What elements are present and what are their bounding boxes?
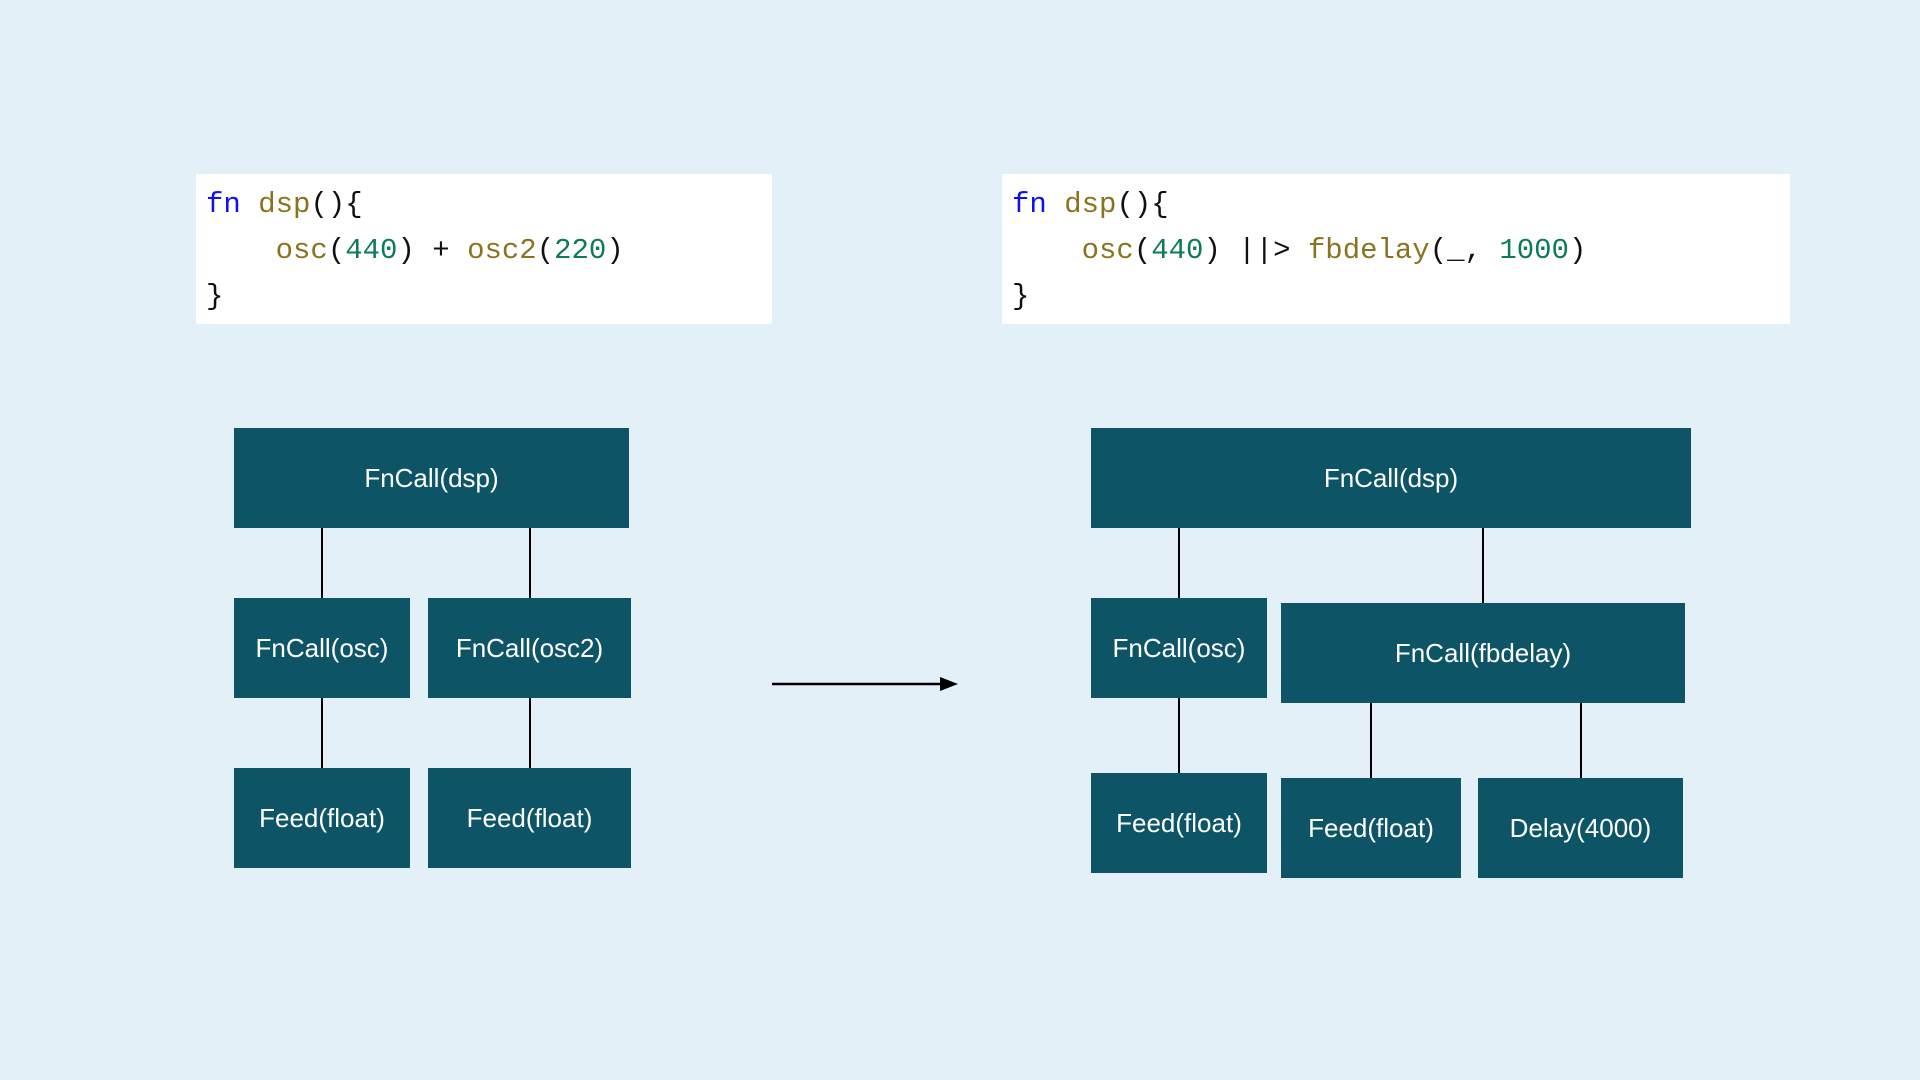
- tree-node-r-feed2[interactable]: Feed(float): [1281, 778, 1461, 878]
- tree-node-l-feed2[interactable]: Feed(float): [428, 768, 631, 868]
- code-token-operator: ||>: [1220, 234, 1308, 267]
- tree-node-r-fbdelay[interactable]: FnCall(fbdelay): [1281, 603, 1685, 703]
- tree-node-label: FnCall(fbdelay): [1394, 637, 1572, 668]
- code-token-punctuation: (_,: [1429, 234, 1500, 267]
- tree-node-l-root[interactable]: FnCall(dsp): [234, 428, 629, 528]
- code-token-punctuation: ): [606, 234, 624, 267]
- code-block-left: fn dsp(){ osc(440) + osc2(220)}: [196, 174, 772, 324]
- tree-edge: [1370, 703, 1372, 778]
- code-token-punctuation: }: [206, 280, 224, 313]
- tree-node-label: Delay(4000): [1509, 812, 1652, 843]
- code-token-punctuation: (){: [1116, 188, 1169, 221]
- code-line: }: [1012, 274, 1780, 320]
- code-token-plain: [206, 234, 276, 267]
- tree-node-label: FnCall(dsp): [364, 462, 499, 493]
- tree-edge: [1482, 528, 1484, 603]
- code-block-right: fn dsp(){ osc(440) ||> fbdelay(_, 1000)}: [1002, 174, 1790, 324]
- tree-node-r-delay[interactable]: Delay(4000): [1478, 778, 1683, 878]
- tree-node-r-osc[interactable]: FnCall(osc): [1091, 598, 1267, 698]
- code-token-punctuation: ): [1203, 234, 1221, 267]
- code-token-identifier: dsp: [258, 188, 311, 221]
- code-token-plain: [1047, 188, 1064, 221]
- code-token-keyword: fn: [1012, 188, 1047, 221]
- code-token-punctuation: (){: [310, 188, 363, 221]
- tree-edge: [1178, 698, 1180, 773]
- tree-node-label: Feed(float): [466, 802, 593, 833]
- code-line: fn dsp(){: [206, 182, 762, 228]
- tree-edge: [1178, 528, 1180, 598]
- tree-node-label: FnCall(osc2): [455, 632, 604, 663]
- tree-node-label: FnCall(osc): [255, 632, 389, 663]
- code-token-number: 440: [345, 234, 398, 267]
- code-token-punctuation: (: [536, 234, 555, 267]
- code-token-punctuation: ): [397, 234, 415, 267]
- tree-node-r-root[interactable]: FnCall(dsp): [1091, 428, 1691, 528]
- code-line: fn dsp(){: [1012, 182, 1780, 228]
- code-token-number: 1000: [1499, 234, 1569, 267]
- code-token-plain: [241, 188, 258, 221]
- code-token-number: 220: [554, 234, 607, 267]
- tree-node-label: Feed(float): [259, 802, 385, 833]
- tree-node-label: FnCall(osc): [1112, 632, 1246, 663]
- tree-edge: [529, 698, 531, 768]
- tree-node-l-osc[interactable]: FnCall(osc): [234, 598, 410, 698]
- tree-node-l-osc2[interactable]: FnCall(osc2): [428, 598, 631, 698]
- code-token-punctuation: }: [1012, 280, 1030, 313]
- code-line: osc(440) ||> fbdelay(_, 1000): [1012, 228, 1780, 274]
- code-token-identifier: dsp: [1064, 188, 1117, 221]
- code-token-identifier: osc: [1081, 234, 1134, 267]
- code-token-punctuation: (: [1133, 234, 1152, 267]
- code-token-operator: +: [414, 234, 468, 267]
- code-token-punctuation: ): [1568, 234, 1587, 267]
- tree-node-label: Feed(float): [1116, 807, 1242, 838]
- tree-node-label: Feed(float): [1308, 812, 1434, 843]
- tree-edge: [321, 528, 323, 598]
- code-token-identifier: osc2: [467, 234, 537, 267]
- code-token-identifier: osc: [275, 234, 328, 267]
- tree-node-label: FnCall(dsp): [1323, 462, 1459, 493]
- code-token-identifier: fbdelay: [1307, 234, 1430, 267]
- transform-arrow: [772, 672, 958, 696]
- code-token-punctuation: (: [327, 234, 346, 267]
- code-token-number: 440: [1151, 234, 1204, 267]
- tree-node-r-feed1[interactable]: Feed(float): [1091, 773, 1267, 873]
- tree-edge: [321, 698, 323, 768]
- tree-edge: [529, 528, 531, 598]
- code-line: osc(440) + osc2(220): [206, 228, 762, 274]
- tree-node-l-feed1[interactable]: Feed(float): [234, 768, 410, 868]
- tree-edge: [1580, 703, 1582, 778]
- arrow-right-icon: [772, 677, 958, 691]
- code-line: }: [206, 274, 762, 320]
- code-token-plain: [1012, 234, 1082, 267]
- code-token-keyword: fn: [206, 188, 241, 221]
